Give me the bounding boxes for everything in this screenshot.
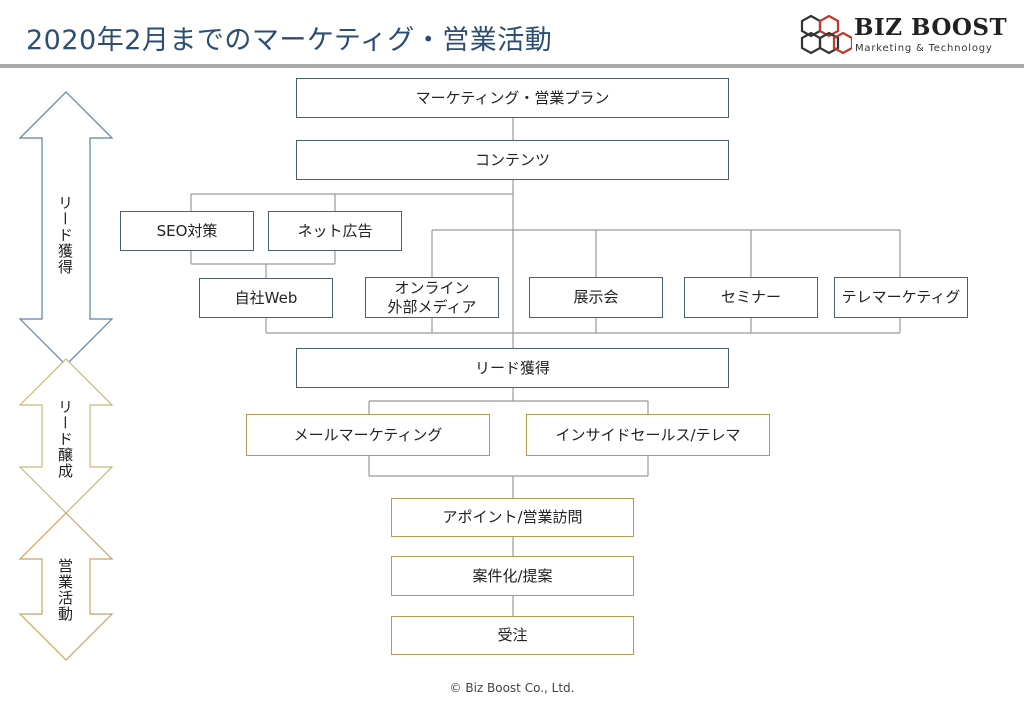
box-contents: コンテンツ (296, 140, 729, 180)
page-title: 2020年2月までのマーケティグ・営業活動 (26, 25, 553, 56)
phase-arrow-sales (18, 512, 114, 661)
box-order: 受注 (391, 616, 634, 655)
box-lead-acquisition: リード獲得 (296, 348, 729, 388)
box-exhibition: 展示会 (529, 277, 663, 318)
phase-label-lead-nurturing: リード醸成 (56, 399, 74, 479)
box-seo: SEO対策 (120, 211, 254, 251)
logo-name: BIZ BOOST (854, 14, 1008, 41)
copyright-notice: © Biz Boost Co., Ltd. (449, 681, 575, 695)
header-divider (0, 64, 1024, 68)
phase-label-sales: 営業活動 (56, 558, 74, 622)
box-appointment: アポイント/営業訪問 (391, 498, 634, 537)
connector-lines (190, 118, 901, 616)
box-own-website: 自社Web (199, 278, 333, 318)
box-online-media: オンライン 外部メディア (365, 277, 499, 318)
box-proposal: 案件化/提案 (391, 556, 634, 596)
company-logo: BIZ BOOST Marketing & Technology (798, 14, 1014, 60)
phase-label-lead-acquisition: リード獲得 (56, 195, 74, 275)
box-seminar: セミナー (684, 277, 818, 318)
box-online-media-line1: オンライン (394, 278, 470, 297)
box-mail-marketing: メールマーケティング (246, 414, 490, 456)
box-online-media-line2: 外部メディア (387, 297, 477, 316)
hexagon-logo-icon (800, 14, 854, 55)
box-marketing-sales-plan: マーケティング・営業プラン (296, 78, 729, 118)
box-telemarketing: テレマーケティグ (834, 277, 968, 318)
box-web-ads: ネット広告 (268, 211, 402, 251)
logo-tagline: Marketing & Technology (855, 43, 993, 54)
box-inside-sales: インサイドセールス/テレマ (526, 414, 770, 456)
